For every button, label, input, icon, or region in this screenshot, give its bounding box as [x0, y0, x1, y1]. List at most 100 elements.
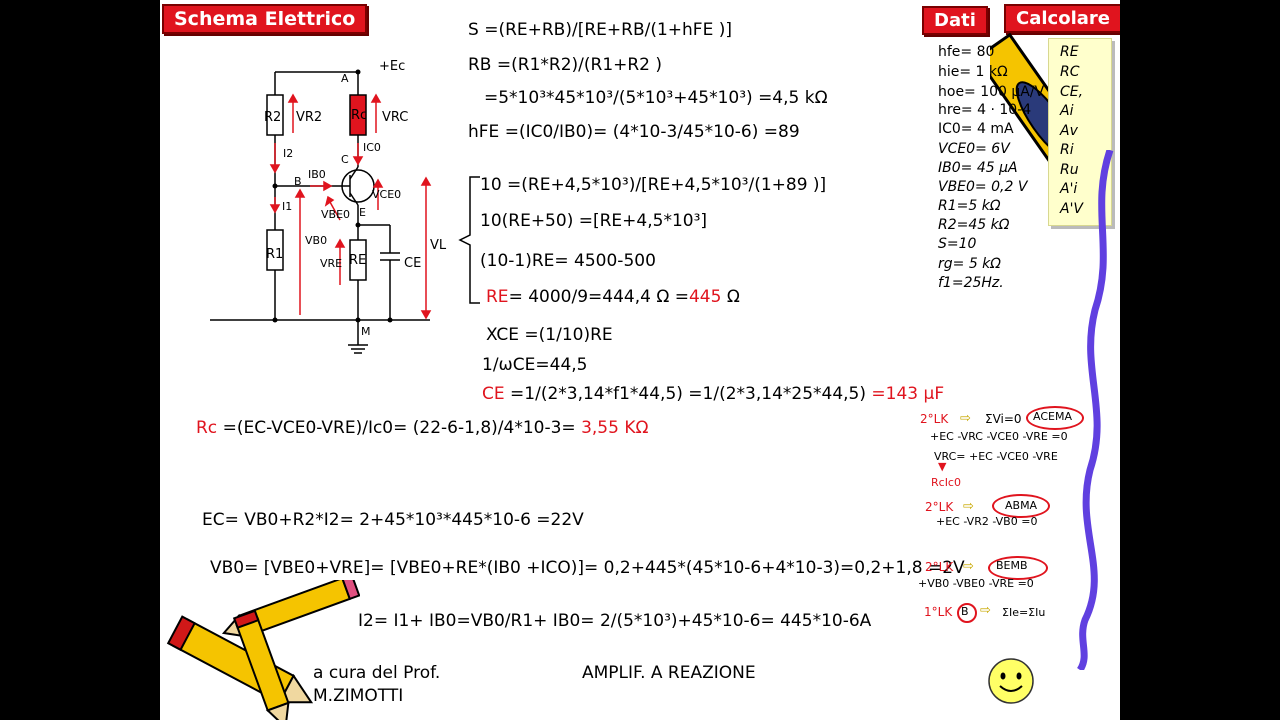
- footer-topic: AMPLIF. A REAZIONE: [582, 663, 756, 683]
- slide: Schema Elettrico Dati Calcolare: [160, 0, 1120, 720]
- system-eq-1: 10 =(RE+4,5*10³)/[RE+4,5*10³/(1+89 )]: [480, 175, 827, 195]
- label-i1: I1: [282, 200, 293, 213]
- ce-value: =143 μF: [871, 384, 945, 404]
- wavy-divider: [1076, 150, 1114, 670]
- k2-arrow-icon: ⇨: [963, 499, 974, 514]
- dati-item-4: IC0= 4 mA: [938, 121, 1014, 137]
- dati-item-3: hre= 4 · 10-4: [938, 102, 1032, 118]
- dati-item-7: VBE0= 0,2 V: [938, 179, 1028, 195]
- k4-node: B: [961, 605, 969, 618]
- rc-value: 3,55 KΩ: [581, 418, 649, 438]
- re-label: RE: [486, 287, 509, 307]
- label-vbe0: VBE0: [321, 208, 351, 221]
- label-b: B: [294, 175, 302, 188]
- formula-rb-value: =5*10³*45*10³/(5*10³+45*10³) =4,5 kΩ: [484, 88, 828, 108]
- k1-down-arrow-icon: ▼: [938, 460, 947, 473]
- ce-calc: =1/(2*3,14*f1*44,5) =1/(2*3,14*25*44,5): [504, 384, 872, 404]
- formula-xce: XCE =(1/10)RE: [486, 325, 613, 345]
- calcolare-item-0: RE: [1060, 44, 1079, 60]
- re-unit: Ω: [721, 287, 740, 307]
- k4-label: 1°LK: [924, 605, 953, 619]
- k1-result: RcIc0: [931, 476, 961, 489]
- k3-eq: +VB0 -VBE0 -VRE =0: [918, 577, 1034, 590]
- system-eq-4: RE= 4000/9=444,4 Ω =445 Ω: [486, 287, 740, 307]
- k2-ellipse: [992, 494, 1050, 518]
- dati-item-2: hoe= 100 μA/V: [938, 84, 1045, 100]
- label-vl: VL: [430, 238, 447, 253]
- dati-item-11: rg= 5 kΩ: [938, 256, 1001, 272]
- smiley-icon: [988, 658, 1034, 704]
- rc-calc: =(EC-VCE0-VRE)/Ic0= (22-6-1,8)/4*10-3=: [217, 418, 582, 438]
- formula-wce: 1/ωCE=44,5: [482, 355, 588, 375]
- schema-title: Schema Elettrico: [162, 4, 368, 34]
- k1-eq: +EC -VRC -VCE0 -VRE =0: [930, 430, 1068, 443]
- label-e: E: [359, 206, 366, 219]
- k1-eq2: VRC= +EC -VCE0 -VRE: [934, 450, 1058, 463]
- label-a: A: [341, 72, 349, 85]
- system-eq-2: 10(RE+50) =[RE+4,5*10³]: [480, 211, 708, 231]
- formula-ce: CE =1/(2*3,14*f1*44,5) =1/(2*3,14*25*44,…: [482, 384, 944, 404]
- re-calc: = 4000/9=444,4 Ω =: [508, 287, 689, 307]
- pencils-icon: [166, 580, 360, 720]
- k3-arrow-icon: ⇨: [963, 559, 974, 574]
- k2-mesh: ABMA: [1005, 499, 1038, 512]
- label-ec: +Ec: [379, 59, 406, 74]
- label-vr2: VR2: [296, 110, 323, 125]
- dati-item-8: R1=5 kΩ: [938, 198, 1001, 214]
- re-value: 445: [688, 287, 722, 307]
- footer-author-line1: a cura del Prof.: [313, 663, 441, 683]
- label-r1: R1: [266, 247, 284, 262]
- k1-mesh: ACEMA: [1033, 410, 1072, 423]
- label-vrc: VRC: [382, 110, 409, 125]
- formula-s: S =(RE+RB)/[RE+RB/(1+hFE )]: [468, 20, 732, 40]
- dati-item-1: hie= 1 kΩ: [938, 64, 1008, 80]
- label-re: RE: [349, 253, 367, 268]
- label-m: M: [361, 325, 371, 338]
- label-rc: Rc: [351, 108, 368, 123]
- dati-item-5: VCE0= 6V: [938, 141, 1010, 157]
- calcolare-item-4: Av: [1060, 123, 1078, 139]
- calcolare-item-7: A'i: [1060, 181, 1078, 197]
- label-ib0: IB0: [308, 168, 326, 181]
- calcolare-item-8: A'V: [1060, 201, 1084, 217]
- dati-item-10: S=10: [938, 236, 977, 252]
- k3-mesh: BEMB: [996, 559, 1028, 572]
- system-eq-3: (10-1)RE= 4500-500: [480, 251, 656, 271]
- label-vb0: VB0: [305, 234, 328, 247]
- label-vce0: VCE0: [372, 188, 402, 201]
- footer-author-line2: M.ZIMOTTI: [313, 686, 404, 706]
- formula-rc: Rc =(EC-VCE0-VRE)/Ic0= (22-6-1,8)/4*10-3…: [196, 418, 648, 438]
- dati-item-6: IB0= 45 μA: [938, 160, 1018, 176]
- dati-item-12: f1=25Hz.: [938, 275, 1004, 291]
- k1-arrow-icon: ⇨: [960, 411, 971, 426]
- formula-hfe: hFE =(IC0/IB0)= (4*10-3/45*10-6) =89: [468, 122, 800, 142]
- label-c: C: [341, 153, 349, 166]
- k3-ellipse: [988, 556, 1048, 580]
- calcolare-item-3: Ai: [1060, 103, 1074, 119]
- k1-label: 2°LK: [920, 412, 949, 426]
- formula-ec: EC= VB0+R2*I2= 2+45*10³*445*10-6 =22V: [202, 510, 584, 530]
- dati-item-0: hfe= 80: [938, 44, 995, 60]
- ce-label: CE: [482, 384, 505, 404]
- calcolare-item-6: Ru: [1060, 162, 1079, 178]
- calcolare-item-5: Ri: [1060, 142, 1074, 158]
- rc-label: Rc: [196, 418, 218, 438]
- k4-arrow-icon: ⇨: [980, 603, 991, 618]
- circuit-diagram: [210, 69, 432, 354]
- dati-item-9: R2=45 kΩ: [938, 217, 1010, 233]
- k4-eq: ΣIe=ΣIu: [1002, 606, 1046, 619]
- system-brace: [458, 176, 480, 304]
- calcolare-title: Calcolare: [1004, 4, 1120, 33]
- dati-title: Dati: [922, 6, 988, 35]
- k4-ellipse: [957, 603, 977, 623]
- k3-label: 2°LK: [925, 560, 954, 574]
- label-ic0: IC0: [363, 141, 381, 154]
- label-r2: R2: [264, 110, 282, 125]
- formula-vb0: VB0= [VBE0+VRE]= [VBE0+RE*(IB0 +ICO)]= 0…: [210, 558, 965, 578]
- formula-i2: I2= I1+ IB0=VB0/R1+ IB0= 2/(5*10³)+45*10…: [358, 611, 872, 631]
- k1-sum: ΣVi=0: [985, 412, 1022, 426]
- k2-label: 2°LK: [925, 500, 954, 514]
- calcolare-item-1: RC: [1060, 64, 1080, 80]
- calcolare-item-2: CE,: [1060, 84, 1084, 100]
- label-ce: CE: [404, 256, 422, 271]
